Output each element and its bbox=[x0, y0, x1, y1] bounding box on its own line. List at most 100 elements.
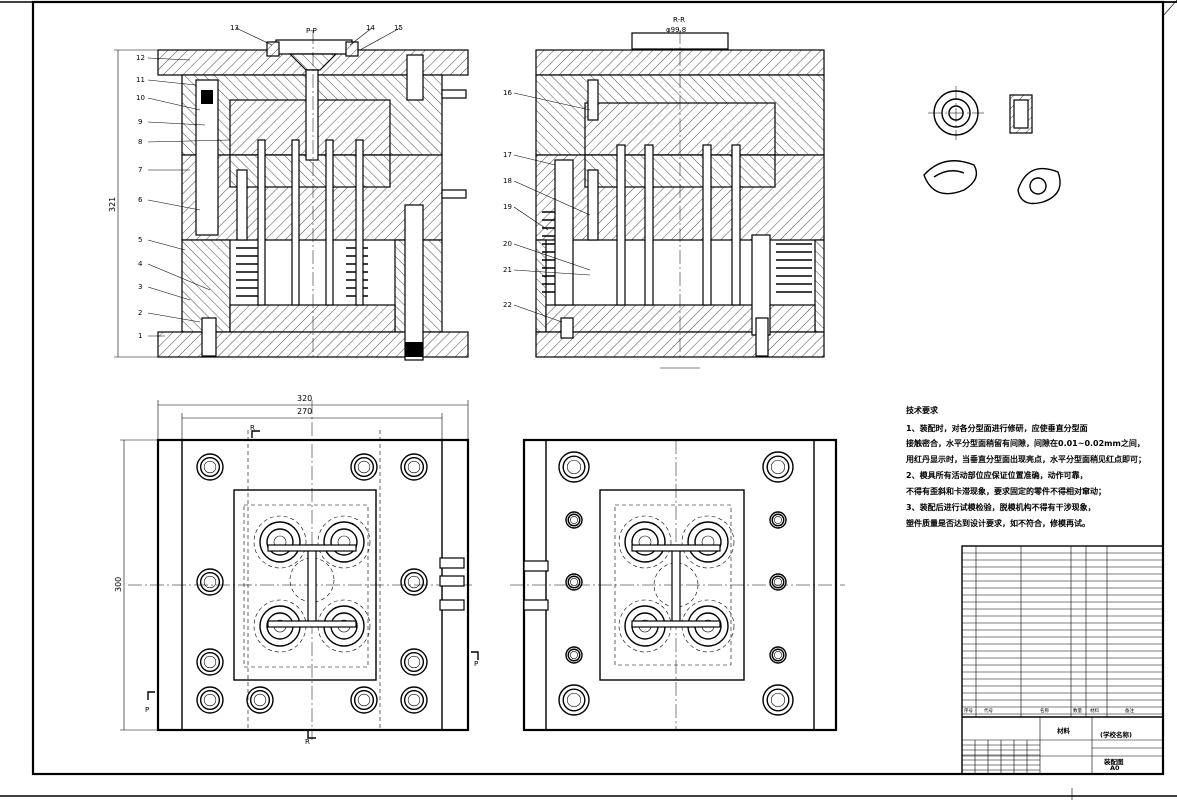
bom-head-code: 代号 bbox=[984, 707, 993, 714]
cavity-clearance bbox=[317, 599, 371, 653]
bolt-hole-mid bbox=[771, 648, 785, 662]
company-name: (学校名称) bbox=[1100, 730, 1132, 739]
part-label-18: 18 bbox=[503, 177, 512, 185]
bolt-hole-inner bbox=[407, 693, 421, 707]
bom-head-name: 名称 bbox=[1040, 707, 1049, 714]
part-label-16: 16 bbox=[503, 89, 512, 97]
fixed-bolt-holes bbox=[558, 451, 794, 716]
bolt-hole-mid bbox=[353, 456, 375, 478]
plan-bolt-holes bbox=[196, 453, 428, 714]
bolt-hole-mid bbox=[353, 689, 375, 711]
part-label-4: 4 bbox=[138, 260, 143, 268]
tech-req-line: 塑件质量是否达到设计要求，如不符合，修模再试。 bbox=[906, 518, 1090, 528]
tech-req-line: 用红丹显示时，当垂直分型面出现亮点，水平分型面稍见红点即可； bbox=[905, 454, 1146, 465]
plan-view-moving bbox=[120, 400, 479, 740]
sheet-size: A0 bbox=[1110, 764, 1120, 772]
cavity-ring bbox=[330, 528, 358, 556]
cavity-outer bbox=[323, 521, 365, 563]
title-block-grid bbox=[962, 740, 1040, 774]
part-label-11: 11 bbox=[136, 76, 145, 84]
bolt-hole-inner bbox=[774, 578, 782, 586]
part-label-7: 7 bbox=[138, 166, 142, 174]
bolt-hole-mid bbox=[562, 455, 586, 479]
bolt-hole-outer bbox=[196, 453, 224, 481]
bolt-hole-mid bbox=[199, 689, 221, 711]
cavity-outer bbox=[259, 521, 301, 563]
bolt-hole-outer bbox=[565, 511, 583, 529]
cavity-ring bbox=[694, 528, 722, 556]
bolt-hole-inner bbox=[203, 693, 217, 707]
bom-head-no: 序号 bbox=[964, 707, 973, 714]
bolt-hole-mid bbox=[199, 651, 221, 673]
bolt-hole-inner bbox=[357, 460, 371, 474]
cavity-clearance bbox=[618, 515, 672, 569]
bolt-hole-inner bbox=[566, 459, 582, 475]
bolt-hole-outer bbox=[246, 686, 274, 714]
bolt-hole-inner bbox=[570, 516, 578, 524]
part-label-10: 10 bbox=[136, 94, 145, 102]
bolt-hole-mid bbox=[567, 575, 581, 589]
diameter-label: φ99.8 bbox=[666, 26, 686, 34]
tech-req-line: 3、装配后进行试模检验，脱模机构不得有干涉现象， bbox=[906, 502, 1096, 512]
bolt-hole-outer bbox=[196, 648, 224, 676]
bolt-hole-mid bbox=[567, 513, 581, 527]
bolt-hole-mid bbox=[562, 688, 586, 712]
cavity-clearance bbox=[317, 515, 371, 569]
part-labels: 1 2 3 4 5 6 7 8 9 10 11 12 13 14 15 16 1… bbox=[136, 24, 512, 340]
title-block: 序号 代号 名称 数量 材料 备注 材料 (学校名称) 装配图 A0 bbox=[961, 545, 1164, 775]
part-label-13: 13 bbox=[230, 24, 239, 32]
bolt-hole-outer bbox=[196, 568, 224, 596]
bolt-hole-outer bbox=[400, 568, 428, 596]
bolt-hole-outer bbox=[769, 646, 787, 664]
bolt-hole-mid bbox=[249, 689, 271, 711]
bolt-hole-mid bbox=[199, 571, 221, 593]
part-label-15: 15 bbox=[394, 24, 403, 32]
bolt-hole-mid bbox=[766, 455, 790, 479]
bolt-hole-inner bbox=[770, 459, 786, 475]
part-label-14: 14 bbox=[366, 24, 375, 32]
cavity-outer bbox=[687, 521, 729, 563]
tech-req-line: 1、装配时，对各分型面进行修研，应使垂直分型面 bbox=[906, 423, 1088, 433]
width-inner-label: 270 bbox=[297, 407, 312, 416]
bolt-hole-inner bbox=[770, 692, 786, 708]
bolt-hole-inner bbox=[570, 651, 578, 659]
bolt-hole-mid bbox=[567, 648, 581, 662]
bolt-hole-inner bbox=[253, 693, 267, 707]
bolt-hole-inner bbox=[566, 692, 582, 708]
technical-requirements: 技术要求 1、装配时，对各分型面进行修研，应使垂直分型面 接触密合，水平分型面稍… bbox=[905, 405, 1146, 528]
bolt-hole-outer bbox=[762, 684, 794, 716]
bolt-hole-outer bbox=[350, 686, 378, 714]
part-label-12: 12 bbox=[136, 54, 145, 62]
bolt-hole-mid bbox=[403, 456, 425, 478]
bolt-hole-mid bbox=[771, 575, 785, 589]
bolt-hole-mid bbox=[403, 571, 425, 593]
bom-head-qty: 数量 bbox=[1073, 707, 1082, 714]
bolt-hole-inner bbox=[407, 460, 421, 474]
drawing-name: 装配图 bbox=[1103, 757, 1124, 766]
section-mark-p-right: P bbox=[474, 660, 478, 668]
bolt-hole-mid bbox=[199, 456, 221, 478]
section-label-r: R-R bbox=[673, 16, 685, 24]
bom-head-material: 材料 bbox=[1090, 707, 1099, 714]
cavity-outer bbox=[624, 521, 666, 563]
part-label-6: 6 bbox=[138, 196, 143, 204]
bolt-hole-inner bbox=[774, 651, 782, 659]
section-view-p-p bbox=[114, 27, 469, 361]
section-mark-r-top: R bbox=[250, 424, 255, 432]
bolt-hole-outer bbox=[565, 573, 583, 591]
bolt-hole-mid bbox=[403, 689, 425, 711]
bill-of-materials bbox=[962, 552, 1163, 715]
plan-height-label: 300 bbox=[114, 577, 123, 592]
part-label-19: 19 bbox=[503, 203, 512, 211]
bolt-hole-outer bbox=[400, 453, 428, 481]
part-label-22: 22 bbox=[503, 301, 512, 309]
width-outer-label: 320 bbox=[297, 394, 312, 403]
bolt-hole-outer bbox=[400, 648, 428, 676]
plan-view-fixed bbox=[510, 438, 845, 732]
part-label-9: 9 bbox=[138, 118, 142, 126]
part-label-8: 8 bbox=[138, 138, 142, 146]
cavity-clearance bbox=[681, 599, 735, 653]
bolt-hole-inner bbox=[774, 516, 782, 524]
bolt-hole-outer bbox=[769, 573, 787, 591]
